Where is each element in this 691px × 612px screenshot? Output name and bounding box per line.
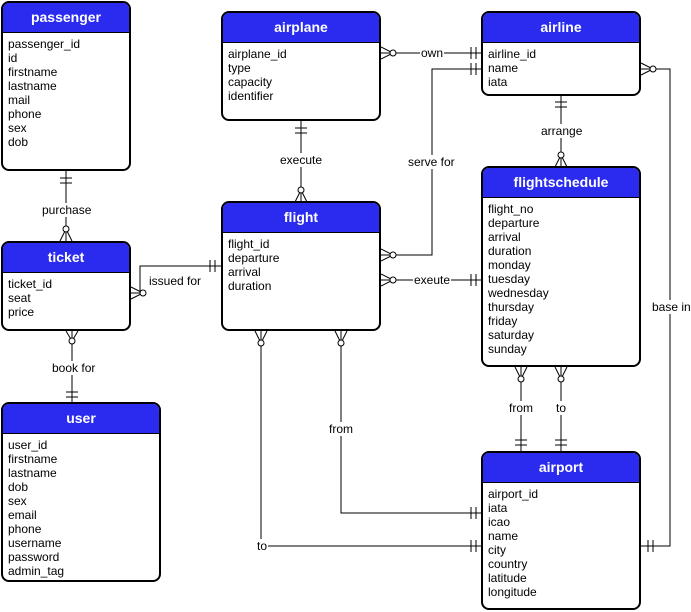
label-book-for: book for: [51, 361, 97, 375]
connector-flight-to: [260, 331, 482, 547]
field-list: user_id firstname lastname dob sex email…: [3, 434, 159, 578]
connector-flight-from: [340, 331, 482, 514]
field: passenger_id: [8, 37, 81, 51]
field: price: [8, 305, 35, 319]
field-list: ticket_id seat price: [3, 273, 129, 319]
label-flight-from: from: [328, 422, 354, 436]
label-base-in: base in: [651, 300, 691, 314]
entity-title: user: [3, 404, 159, 434]
field-list: airport_id iata icao name city country l…: [483, 483, 639, 599]
field: departure: [228, 251, 280, 265]
entity-title: airplane: [223, 13, 379, 43]
field: dob: [8, 480, 29, 494]
label-execute: execute: [279, 153, 324, 167]
field: arrival: [228, 265, 261, 279]
field: phone: [8, 107, 42, 121]
field: ticket_id: [8, 277, 53, 291]
label-schedule-from: from: [508, 401, 534, 415]
field: airplane_id: [228, 47, 287, 61]
entity-title: airport: [483, 453, 639, 483]
entity-title: airline: [483, 13, 639, 43]
field: admin_tag: [8, 564, 65, 578]
entity-user[interactable]: user user_id firstname lastname dob sex …: [1, 402, 161, 582]
entity-airplane[interactable]: airplane airplane_id type capacity ident…: [221, 11, 381, 121]
field-list: flight_id departure arrival duration: [223, 233, 379, 293]
field: iata: [488, 75, 508, 89]
field: password: [8, 550, 60, 564]
label-schedule-to: to: [555, 401, 568, 415]
entity-title: ticket: [3, 243, 129, 273]
field: lastname: [8, 79, 57, 93]
field: sex: [8, 494, 27, 508]
field: id: [8, 51, 18, 65]
field: user_id: [8, 438, 48, 452]
field: monday: [488, 258, 531, 272]
entity-passenger[interactable]: passenger passenger_id id firstname last…: [1, 1, 131, 171]
field: duration: [488, 244, 532, 258]
field: flight_no: [488, 202, 534, 216]
field: iata: [488, 501, 508, 515]
entity-title: flightschedule: [483, 168, 639, 198]
label-serve-for: serve for: [407, 155, 456, 169]
connector-issued-for: [131, 265, 222, 294]
field: duration: [228, 279, 272, 293]
entity-title: passenger: [3, 3, 129, 33]
field: friday: [488, 314, 518, 328]
field: capacity: [228, 75, 273, 89]
label-own: own: [420, 46, 445, 60]
field-list: flight_no departure arrival duration mon…: [483, 198, 639, 356]
entity-flightschedule[interactable]: flightschedule flight_no departure arriv…: [481, 166, 641, 367]
field: airport_id: [488, 487, 539, 501]
field: icao: [488, 515, 511, 529]
entity-flight[interactable]: flight flight_id departure arrival durat…: [221, 201, 381, 331]
field: flight_id: [228, 237, 270, 251]
field: tuesday: [488, 272, 531, 286]
label-issued-for: issued for: [148, 274, 203, 288]
field: identifier: [228, 89, 274, 103]
field: type: [228, 61, 251, 75]
field-list: passenger_id id firstname lastname mail …: [3, 33, 129, 149]
field: city: [488, 543, 506, 557]
field: name: [488, 529, 519, 543]
field: seat: [8, 291, 31, 305]
entity-airline[interactable]: airline airline_id name iata: [481, 11, 641, 96]
field: longitude: [488, 585, 537, 599]
field: phone: [8, 522, 42, 536]
field: wednesday: [488, 286, 549, 300]
field: lastname: [8, 466, 57, 480]
label-flight-to: to: [256, 539, 269, 553]
field: sunday: [488, 342, 527, 356]
field: username: [8, 536, 62, 550]
label-exeute: exeute: [413, 273, 452, 287]
field: name: [488, 61, 519, 75]
entity-title: flight: [223, 203, 379, 233]
field-list: airline_id name iata: [483, 43, 639, 89]
field: dob: [8, 135, 29, 149]
field: mail: [8, 93, 31, 107]
entity-airport[interactable]: airport airport_id iata icao name city c…: [481, 451, 641, 610]
field: saturday: [488, 328, 535, 342]
field: airline_id: [488, 47, 537, 61]
field-list: airplane_id type capacity identifier: [223, 43, 379, 103]
field: latitude: [488, 571, 527, 585]
label-arrange: arrange: [540, 124, 584, 138]
field: arrival: [488, 230, 521, 244]
field: sex: [8, 121, 27, 135]
field: country: [488, 557, 528, 571]
entity-ticket[interactable]: ticket ticket_id seat price: [1, 241, 131, 331]
field: firstname: [8, 65, 58, 79]
field: firstname: [8, 452, 58, 466]
label-purchase: purchase: [41, 203, 93, 217]
field: thursday: [488, 300, 535, 314]
field: departure: [488, 216, 540, 230]
field: email: [8, 508, 37, 522]
